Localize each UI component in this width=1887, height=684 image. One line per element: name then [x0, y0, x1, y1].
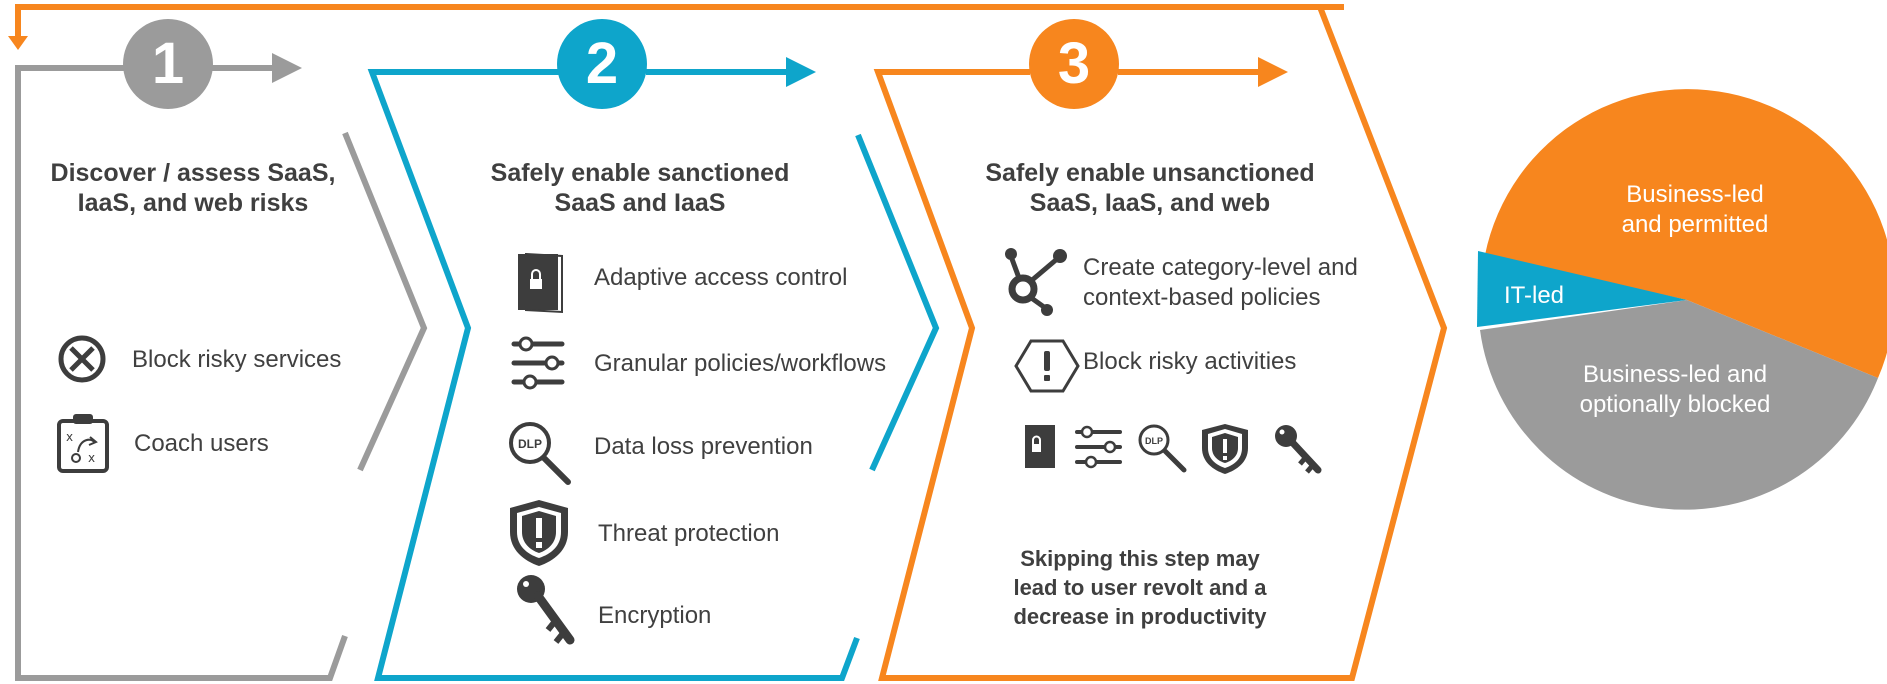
mini-lock-door-icon	[1025, 425, 1055, 468]
pie-label-permitted-line1: Business-led	[1626, 181, 1764, 208]
step1-chevron	[15, 19, 428, 681]
dlp-magnifier-icon: DLP	[509, 422, 571, 485]
dlp-icon-label: DLP	[518, 437, 542, 451]
pie-slice-business-led-blocked	[1480, 300, 1878, 510]
mini-key-icon	[1275, 425, 1322, 474]
pie-slice-it-led	[1477, 251, 1687, 327]
step1-item-block-risky-services: Block risky services	[132, 346, 342, 373]
step3-title-line1: Safely enable unsanctioned	[985, 159, 1315, 187]
pie-chart	[1477, 89, 1887, 510]
step1-title-line1: Discover / assess SaaS,	[50, 159, 336, 187]
step2-item-threat-protection: Threat protection	[598, 520, 780, 547]
svg-text:x: x	[88, 451, 95, 465]
lock-door-icon	[518, 252, 563, 314]
pie-label-it-led: IT-led	[1504, 282, 1565, 309]
warning-hexagon-icon	[1014, 339, 1080, 393]
network-nodes-icon	[1005, 248, 1067, 316]
step2-title-line2: SaaS and IaaS	[554, 189, 726, 217]
step3-note-line3: decrease in productivity	[1013, 604, 1267, 629]
step3-number-badge: 3	[1057, 31, 1091, 96]
step2-item-dlp: Data loss prevention	[594, 433, 813, 460]
step2-item-encryption: Encryption	[598, 602, 712, 629]
step3-warning-note: Skipping this step may lead to user revo…	[980, 544, 1300, 631]
step3-item-block-risky-activities: Block risky activities	[1083, 348, 1297, 375]
step3-title: Safely enable unsanctioned SaaS, IaaS, a…	[960, 158, 1340, 218]
step3-chevron	[873, 5, 1448, 681]
mini-dlp-icon-label: DLP	[1145, 436, 1163, 446]
pie-label-permitted-line2: and permitted	[1621, 211, 1769, 238]
mini-sliders-icon	[1075, 425, 1122, 469]
coach-clipboard-icon: x x	[57, 414, 109, 473]
feedback-loop-arrow	[8, 4, 1344, 50]
step3-item-category-policies-line1: Create category-level and	[1083, 254, 1358, 281]
step2-number-badge: 2	[585, 31, 619, 96]
step1-title: Discover / assess SaaS, IaaS, and web ri…	[28, 158, 358, 218]
step2-chevron	[367, 19, 940, 681]
step2-item-adaptive-access: Adaptive access control	[594, 264, 848, 291]
step1-item-coach-users: Coach users	[134, 430, 269, 457]
mini-dlp-magnifier-icon: DLP	[1138, 424, 1187, 473]
step3-item-category-policies-line2: context-based policies	[1083, 284, 1321, 311]
step2-item-granular-policies: Granular policies/workflows	[594, 350, 887, 377]
step3-note-line2: lead to user revolt and a	[1013, 575, 1267, 600]
step1-number-badge: 1	[151, 31, 185, 96]
step3-note-line1: Skipping this step may	[1020, 546, 1260, 571]
mini-shield-icon	[1202, 424, 1248, 474]
block-icon	[58, 335, 106, 383]
pie-label-business-led-permitted: Business-led and permitted	[1600, 180, 1790, 240]
step1-title-line2: IaaS, and web risks	[77, 189, 309, 217]
step2-title-line1: Safely enable sanctioned	[490, 159, 790, 187]
key-icon	[517, 575, 575, 645]
pie-label-blocked-line2: optionally blocked	[1579, 391, 1771, 418]
svg-text:x: x	[66, 430, 73, 444]
shield-icon	[510, 500, 568, 566]
sliders-icon	[511, 336, 565, 390]
pie-label-business-led-blocked: Business-led and optionally blocked	[1560, 360, 1790, 420]
pie-slice-business-led-permitted	[1485, 89, 1887, 378]
pie-label-blocked-line1: Business-led and	[1582, 361, 1768, 388]
step2-title: Safely enable sanctioned SaaS and IaaS	[470, 158, 810, 218]
step3-title-line2: SaaS, IaaS, and web	[1029, 189, 1271, 217]
step3-item-category-policies: Create category-level and context-based …	[1083, 253, 1358, 313]
